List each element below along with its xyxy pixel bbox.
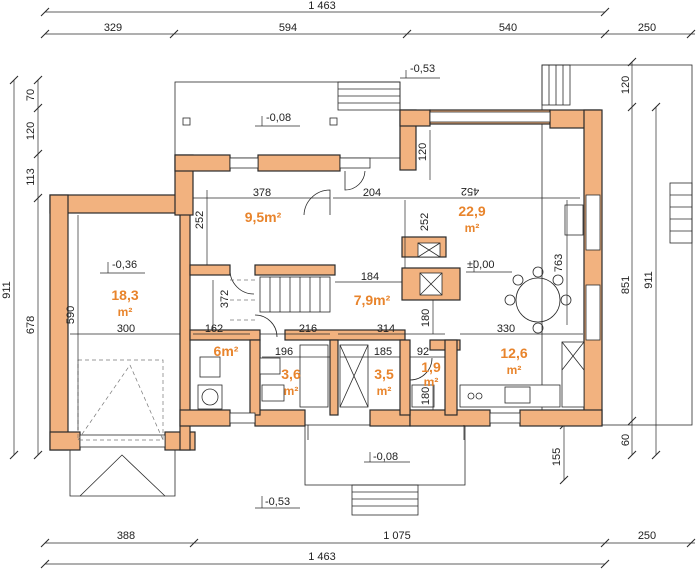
dim-right-120: 120 xyxy=(620,76,632,94)
room-12-6: 12,6 xyxy=(500,345,527,361)
level-036: -0,36 xyxy=(112,259,137,271)
level-000: ±0,00 xyxy=(467,259,494,271)
level-top-008: -0,08 xyxy=(266,112,291,124)
room-9-5: 9,5m² xyxy=(245,209,282,225)
dim-252a: 252 xyxy=(194,211,206,229)
level-top-053: -0,53 xyxy=(410,63,435,75)
bottom-dimensions: 388 1 075 250 1 463 xyxy=(40,530,696,569)
dim-top-540: 540 xyxy=(499,22,517,34)
room-12-6-unit: m² xyxy=(507,363,522,377)
walls xyxy=(49,109,603,451)
dim-378: 378 xyxy=(253,187,271,199)
room-3-6: 3,6 xyxy=(281,366,301,382)
top-dimensions: 1 463 329 594 540 250 xyxy=(40,0,696,39)
dim-330: 330 xyxy=(497,323,515,335)
level-bottom-008: -0,08 xyxy=(373,451,398,463)
level-bottom-053: -0,53 xyxy=(265,496,290,508)
dim-204: 204 xyxy=(363,187,381,199)
dim-180b: 180 xyxy=(420,387,432,405)
dim-left-113: 113 xyxy=(25,168,37,186)
dim-196: 196 xyxy=(275,346,293,358)
dim-162: 162 xyxy=(205,323,223,335)
room-22-9: 22,9 xyxy=(458,203,485,219)
interior-dimensions: 378 204 452 252 120 252 184 372 763 590 … xyxy=(65,130,583,430)
room-6: 6m² xyxy=(214,343,239,359)
dim-right-60: 60 xyxy=(620,434,632,446)
dim-top-594: 594 xyxy=(279,22,297,34)
windows xyxy=(79,111,601,448)
room-labels: 9,5m² 22,9 m² 18,3 m² 7,9m² 6m² 3,6 m² 3… xyxy=(111,203,527,398)
room-3-5: 3,5 xyxy=(374,366,394,382)
room-1-9: 1,9 xyxy=(421,359,441,375)
dim-right-911: 911 xyxy=(643,271,655,289)
dim-372: 372 xyxy=(219,290,231,308)
dim-bottom-1075: 1 075 xyxy=(383,530,411,542)
dim-left-911: 911 xyxy=(1,281,13,299)
right-dimensions: 120 851 60 911 155 xyxy=(551,57,661,485)
dim-763: 763 xyxy=(553,254,565,272)
room-22-9-unit: m² xyxy=(465,221,480,235)
room-18-3: 18,3 xyxy=(111,287,138,303)
stairs xyxy=(230,276,331,321)
dim-top-total: 1 463 xyxy=(308,0,336,12)
dim-top-329: 329 xyxy=(104,22,122,34)
left-dimensions: 911 70 120 113 678 xyxy=(1,75,43,460)
fixtures xyxy=(77,204,585,441)
level-markers: -0,53 -0,08 -0,36 ±0,00 -0,08 -0,53 xyxy=(100,63,512,509)
dim-300: 300 xyxy=(117,323,135,335)
dim-452: 452 xyxy=(461,185,479,197)
dim-184: 184 xyxy=(361,271,379,283)
room-3-5-unit: m² xyxy=(377,384,392,398)
dim-left-678: 678 xyxy=(25,316,37,334)
dim-bottom-388: 388 xyxy=(117,530,135,542)
dim-216: 216 xyxy=(299,323,317,335)
dim-bottom-total: 1 463 xyxy=(308,551,336,563)
room-7-9: 7,9m² xyxy=(354,292,391,308)
room-18-3-unit: m² xyxy=(118,305,133,319)
dim-top-250: 250 xyxy=(638,22,656,34)
dim-185: 185 xyxy=(374,346,392,358)
room-3-6-unit: m² xyxy=(284,384,299,398)
dim-right-851: 851 xyxy=(620,276,632,294)
dim-252b: 252 xyxy=(419,213,431,231)
dim-314: 314 xyxy=(377,323,395,335)
dim-590: 590 xyxy=(65,306,77,324)
dim-left-120: 120 xyxy=(25,122,37,140)
dim-120: 120 xyxy=(417,143,429,161)
dim-bottom-250: 250 xyxy=(638,530,656,542)
dim-right-155: 155 xyxy=(551,448,563,466)
dim-92: 92 xyxy=(417,346,429,358)
room-1-9-unit: m² xyxy=(424,375,439,389)
dim-180a: 180 xyxy=(420,309,432,327)
dim-left-70: 70 xyxy=(25,89,37,101)
